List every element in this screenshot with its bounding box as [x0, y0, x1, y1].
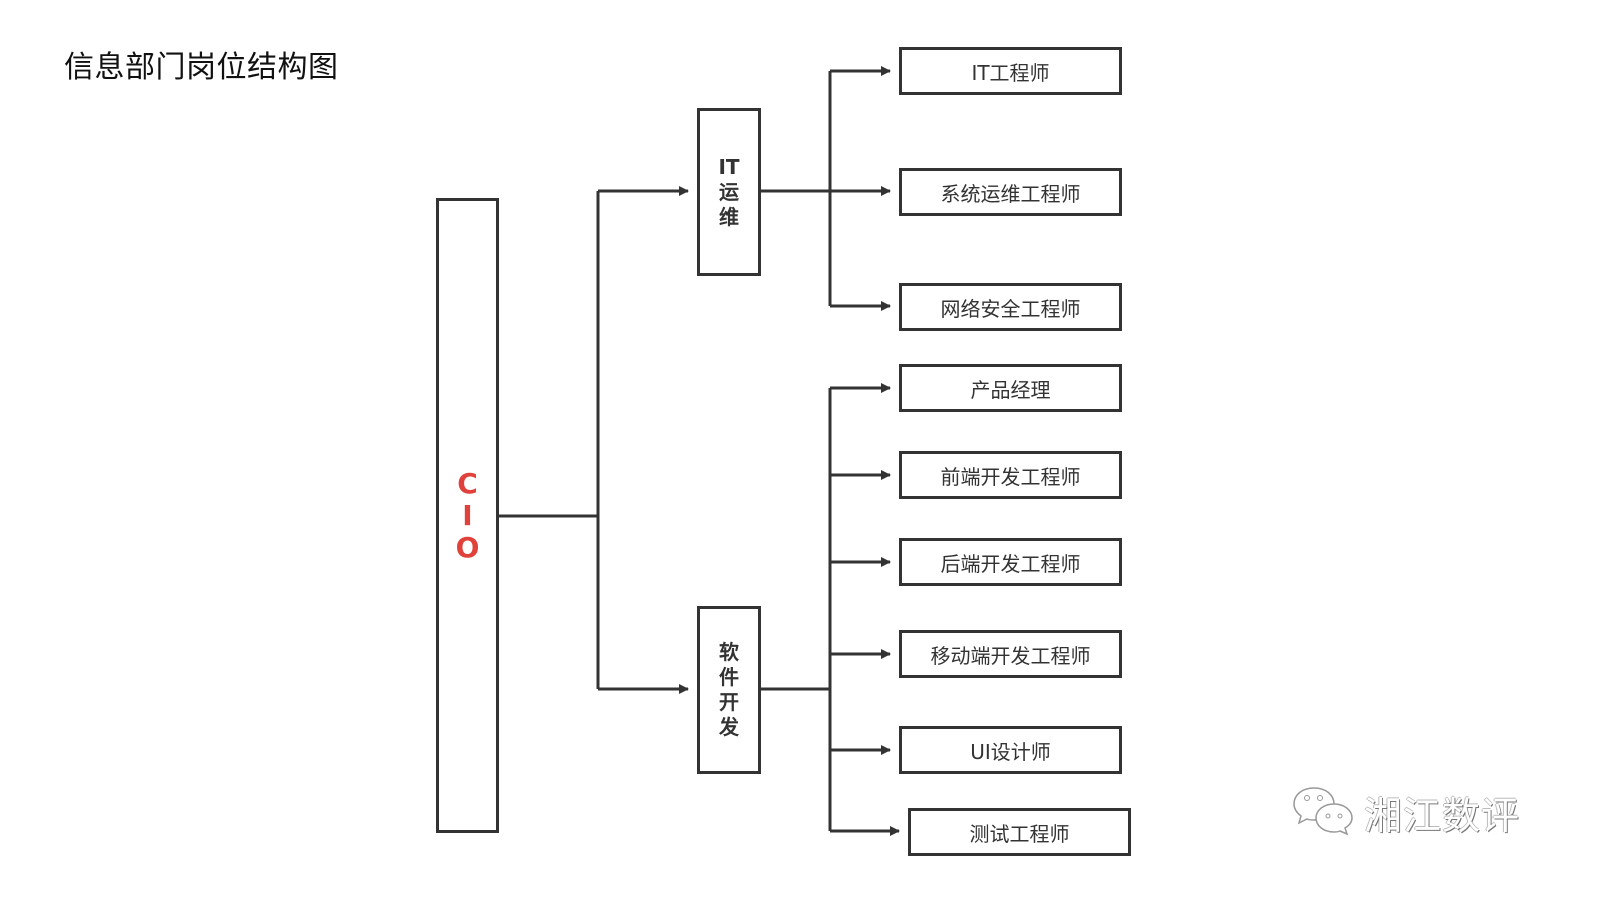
role-label: 产品经理: [970, 377, 1051, 402]
node-software-dev[interactable]: 软 件 开 发: [697, 606, 761, 774]
node-cio-char: O: [455, 530, 480, 564]
node-software-dev-char: 软: [719, 640, 739, 664]
watermark-text: 湘江数评: [1364, 793, 1521, 838]
node-it-ops-char: 维: [719, 204, 739, 229]
role-label: 网络安全工程师: [940, 296, 1081, 321]
node-role-netsec-engineer[interactable]: 网络安全工程师: [899, 283, 1122, 331]
wechat-icon: [1292, 784, 1356, 840]
connector-cio-trunk: [499, 191, 600, 689]
node-role-frontend-engineer[interactable]: 前端开发工程师: [899, 451, 1122, 499]
role-label: 测试工程师: [969, 821, 1070, 846]
node-cio-char: I: [462, 498, 473, 532]
node-role-backend-engineer[interactable]: 后端开发工程师: [899, 538, 1122, 586]
role-label: UI设计师: [970, 739, 1051, 764]
role-label: IT工程师: [971, 60, 1050, 85]
role-label: 移动端开发工程师: [930, 643, 1091, 668]
role-label: 前端开发工程师: [940, 464, 1081, 489]
page-title: 信息部门岗位结构图: [64, 50, 339, 85]
node-it-ops-char: 运: [719, 179, 739, 204]
node-role-it-engineer[interactable]: IT工程师: [899, 47, 1122, 95]
role-label: 后端开发工程师: [940, 551, 1081, 576]
connector-software-trunk: [761, 388, 832, 831]
node-cio[interactable]: C I O: [436, 198, 499, 833]
node-role-sysops-engineer[interactable]: 系统运维工程师: [899, 168, 1122, 216]
node-role-ui-designer[interactable]: UI设计师: [899, 726, 1122, 774]
node-software-dev-char: 发: [719, 715, 739, 739]
node-cio-char: C: [457, 466, 478, 500]
node-role-product-manager[interactable]: 产品经理: [899, 364, 1122, 412]
node-role-mobile-engineer[interactable]: 移动端开发工程师: [899, 630, 1122, 678]
node-it-ops-char: IT: [718, 154, 740, 179]
connector-it-ops-trunk: [761, 71, 832, 306]
node-software-dev-char: 开: [719, 690, 739, 714]
role-label: 系统运维工程师: [940, 181, 1081, 206]
watermark: 湘江数评: [1292, 784, 1520, 840]
node-role-test-engineer[interactable]: 测试工程师: [908, 808, 1131, 856]
node-software-dev-char: 件: [719, 665, 739, 689]
node-it-ops[interactable]: IT 运 维: [697, 108, 761, 276]
